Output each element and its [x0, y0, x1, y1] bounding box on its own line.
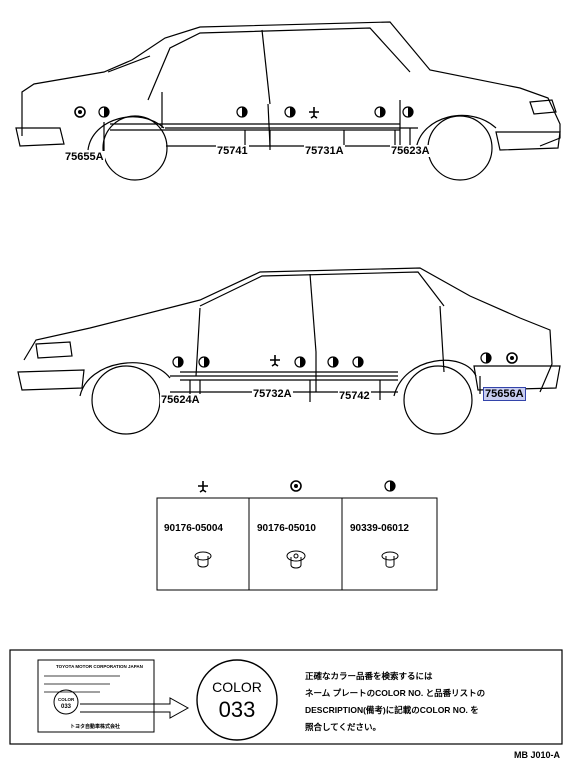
car-top-view [15, 21, 561, 181]
plate-color-number: 033 [61, 704, 72, 710]
fastener-table [156, 497, 438, 591]
half-circle-clip-icon [327, 356, 339, 368]
diagram-code: MB J010-A [513, 750, 560, 760]
half-circle-clip-icon [98, 106, 110, 118]
half-circle-clip-icon [236, 106, 248, 118]
instruction-line: 正確なカラー品番を検索するには [305, 671, 433, 681]
callout-75742[interactable]: 75742 [338, 390, 371, 402]
plus-clip-icon [197, 480, 209, 493]
part-number[interactable]: 90339-06012 [350, 523, 409, 534]
half-circle-clip-icon [480, 352, 492, 364]
instruction-line: DESCRIPTION(備考)に記載のCOLOR NO. を [305, 705, 479, 715]
car-bottom-view [17, 267, 561, 435]
round-clip-icon [506, 352, 518, 364]
instruction-line: 照合してください。 [305, 722, 381, 732]
color-note-box [9, 649, 563, 745]
callout-75732A[interactable]: 75732A [252, 388, 293, 400]
plate-header: TOYOTA MOTOR CORPORATION JAPAN [56, 664, 143, 669]
half-circle-clip-icon [384, 480, 396, 492]
plate-color-label: COLOR [58, 697, 75, 702]
half-circle-clip-icon [284, 106, 296, 118]
half-circle-clip-icon [374, 106, 386, 118]
part-number[interactable]: 90176-05004 [164, 523, 223, 534]
callout-75624A[interactable]: 75624A [160, 394, 201, 406]
half-circle-clip-icon [172, 356, 184, 368]
callout-75731A[interactable]: 75731A [304, 145, 345, 157]
half-circle-clip-icon [294, 356, 306, 368]
plus-clip-icon [269, 354, 281, 367]
callout-75655A[interactable]: 75655A [64, 151, 105, 163]
callout-75741[interactable]: 75741 [216, 145, 249, 157]
round-clip-icon [74, 106, 86, 118]
round-clip-icon [290, 480, 302, 492]
plate-maker: トヨタ自動車株式会社 [70, 724, 121, 730]
color-instructions: 正確なカラー品番を検索するには ネーム プレートのCOLOR NO. と品番リス… [305, 668, 550, 736]
color-title: COLOR [212, 679, 262, 695]
half-circle-clip-icon [198, 356, 210, 368]
half-circle-clip-icon [352, 356, 364, 368]
half-circle-clip-icon [402, 106, 414, 118]
plus-clip-icon [308, 106, 320, 119]
color-number: 033 [218, 697, 256, 722]
color-number-badge: COLOR 033 [196, 659, 278, 741]
callout-75623A[interactable]: 75623A [390, 145, 431, 157]
part-number[interactable]: 90176-05010 [257, 523, 316, 534]
instruction-line: ネーム プレートのCOLOR NO. と品番リストの [305, 688, 486, 698]
callout-75656A[interactable]: 75656A [483, 387, 526, 401]
